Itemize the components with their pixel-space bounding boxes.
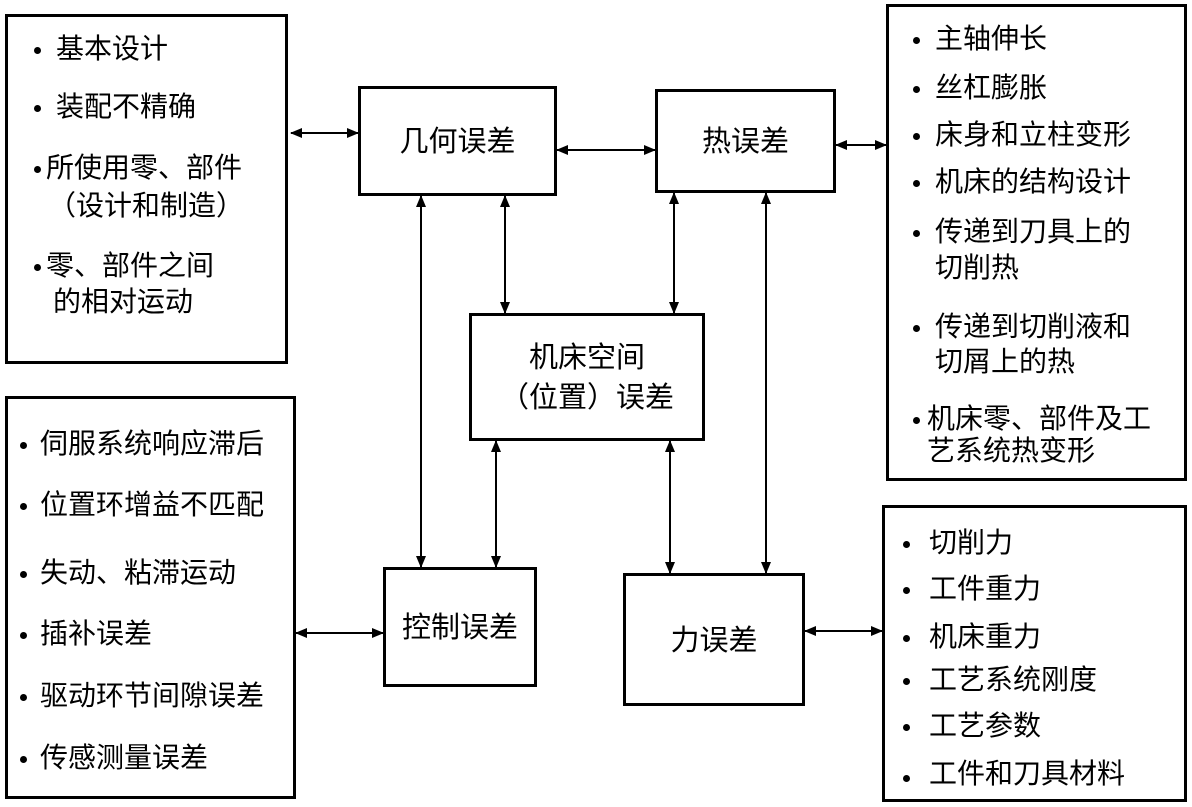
list-item: 工件和刀具材料 [903, 757, 1125, 791]
bullet-icon [903, 541, 910, 548]
list-item: 机床重力 [903, 620, 1041, 654]
geometric-error-box: 几何误差 [358, 86, 557, 196]
bullet-icon [20, 442, 27, 449]
list-item: 失动、粘滞运动 [20, 556, 236, 590]
bullet-icon [913, 180, 920, 187]
list-item: 艺系统热变形 [927, 434, 1096, 467]
bullet-icon [913, 417, 920, 424]
bullet-icon [913, 86, 920, 93]
list-item: 切屑上的热 [935, 345, 1076, 378]
bullet-icon [903, 775, 910, 782]
list-item: 工艺参数 [903, 709, 1041, 743]
list-item: 驱动环节间隙误差 [20, 679, 264, 713]
list-item: 装配不精确 [34, 90, 196, 124]
force-error-box: 力误差 [623, 573, 805, 706]
list-item: 插补误差 [20, 617, 152, 651]
bullet-icon [34, 264, 41, 271]
geometric-error-label: 几何误差 [399, 124, 516, 158]
force-sources-box: 切削力 工件重力 机床重力 工艺系统刚度 工艺参数 工件和刀具材料 [882, 505, 1187, 802]
bullet-icon [34, 105, 41, 112]
bullet-icon [913, 37, 920, 44]
bullet-icon [913, 133, 920, 140]
geometric-sources-box: 基本设计 装配不精确 所使用零、部件 （设计和制造） 零、部件之间 的相对运动 [5, 14, 288, 364]
thermal-sources-box: 主轴伸长 丝杠膨胀 床身和立柱变形 机床的结构设计 传递到刀具上的 切削热 传递… [886, 4, 1187, 481]
spatial-error-label-line1: 机床空间 [528, 340, 645, 374]
bullet-icon [34, 166, 41, 173]
control-sources-box: 伺服系统响应滞后 位置环增益不匹配 失动、粘滞运动 插补误差 驱动环节间隙误差 … [5, 396, 296, 799]
thermal-error-box: 热误差 [655, 89, 836, 193]
spatial-error-box: 机床空间 （位置）误差 [469, 313, 705, 441]
list-item: 工件重力 [903, 572, 1041, 606]
list-item: 的相对运动 [53, 285, 194, 318]
bullet-icon [20, 571, 27, 578]
control-error-label: 控制误差 [401, 610, 518, 644]
bullet-icon [34, 47, 41, 54]
control-error-box: 控制误差 [383, 567, 537, 687]
list-item: 伺服系统响应滞后 [20, 427, 264, 461]
bullet-icon [913, 230, 920, 237]
list-item: 位置环增益不匹配 [20, 488, 264, 522]
list-item: 传递到切削液和 [913, 310, 1131, 344]
list-item: 床身和立柱变形 [913, 118, 1131, 152]
list-item: 传感测量误差 [20, 741, 208, 775]
bullet-icon [903, 678, 910, 685]
list-item: 切削力 [903, 526, 1013, 560]
bullet-icon [913, 325, 920, 332]
list-item: 切削热 [935, 251, 1020, 284]
list-item: 所使用零、部件 [34, 151, 242, 185]
bullet-icon [20, 694, 27, 701]
list-item: （设计和制造） [48, 189, 245, 222]
spatial-error-label-line2: （位置）误差 [499, 380, 674, 414]
list-item: 传递到刀具上的 [913, 215, 1131, 249]
list-item: 机床的结构设计 [913, 165, 1131, 199]
thermal-error-label: 热误差 [701, 124, 789, 158]
list-item: 工艺系统刚度 [903, 663, 1097, 697]
list-item: 丝杠膨胀 [913, 71, 1047, 105]
bullet-icon [20, 632, 27, 639]
bullet-icon [903, 635, 910, 642]
list-item: 主轴伸长 [913, 22, 1047, 56]
bullet-icon [903, 724, 910, 731]
bullet-icon [20, 503, 27, 510]
list-item: 机床零、部件及工 [913, 402, 1151, 436]
force-error-label: 力误差 [670, 622, 758, 657]
list-item: 基本设计 [34, 32, 168, 66]
list-item: 零、部件之间 [34, 249, 214, 283]
bullet-icon [20, 756, 27, 763]
bullet-icon [903, 587, 910, 594]
